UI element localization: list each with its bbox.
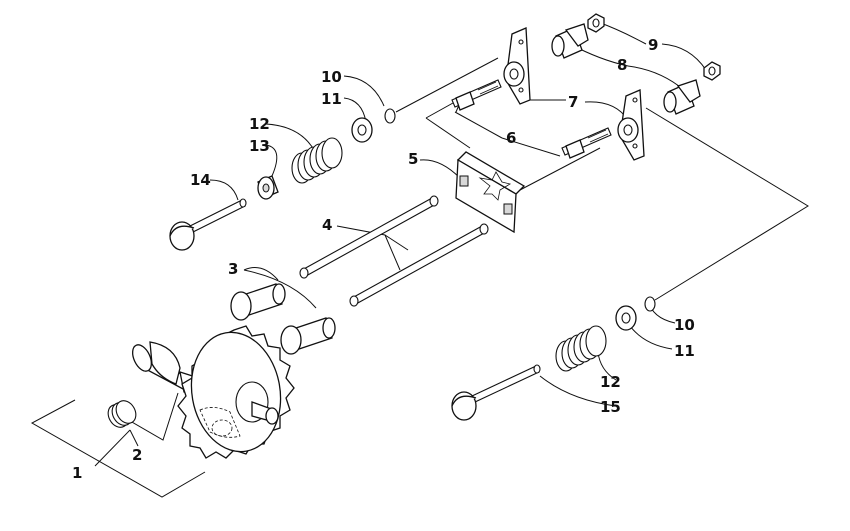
part-8-adjusters bbox=[551, 23, 701, 115]
callout-7: 7 bbox=[568, 93, 578, 111]
callout-labels: 1 2 3 4 5 6 7 8 9 10 11 12 13 14 10 11 1… bbox=[72, 36, 695, 482]
callout-14: 14 bbox=[190, 171, 211, 189]
top-valve-assembly bbox=[169, 108, 396, 251]
callout-12-bottom: 12 bbox=[600, 373, 621, 391]
callout-6: 6 bbox=[506, 129, 516, 147]
part-7-rocker-arms bbox=[503, 27, 645, 161]
callout-13: 13 bbox=[249, 137, 270, 155]
callout-15: 15 bbox=[600, 398, 621, 416]
callout-5: 5 bbox=[408, 150, 418, 168]
callout-8: 8 bbox=[617, 56, 627, 74]
part-2-clip bbox=[107, 400, 137, 428]
bottom-valve-assembly bbox=[451, 296, 656, 421]
camshaft-gear bbox=[131, 325, 295, 459]
callout-3: 3 bbox=[228, 260, 238, 278]
top-spring bbox=[291, 137, 343, 184]
callout-2: 2 bbox=[132, 446, 142, 464]
part-5-plate bbox=[455, 151, 526, 234]
callout-12-top: 12 bbox=[249, 115, 270, 133]
callout-10-bottom: 10 bbox=[674, 316, 695, 334]
callout-9: 9 bbox=[648, 36, 658, 54]
part-9-nuts bbox=[587, 13, 721, 81]
part-3-tappets bbox=[230, 283, 336, 355]
callout-11-top: 11 bbox=[321, 90, 342, 108]
callout-11-bottom: 11 bbox=[674, 342, 695, 360]
bottom-spring bbox=[555, 325, 607, 372]
part-4-push-rods bbox=[299, 195, 489, 307]
callout-4: 4 bbox=[322, 216, 332, 234]
callout-10-top: 10 bbox=[321, 68, 342, 86]
part-6-studs bbox=[451, 79, 612, 159]
callout-1: 1 bbox=[72, 464, 82, 482]
